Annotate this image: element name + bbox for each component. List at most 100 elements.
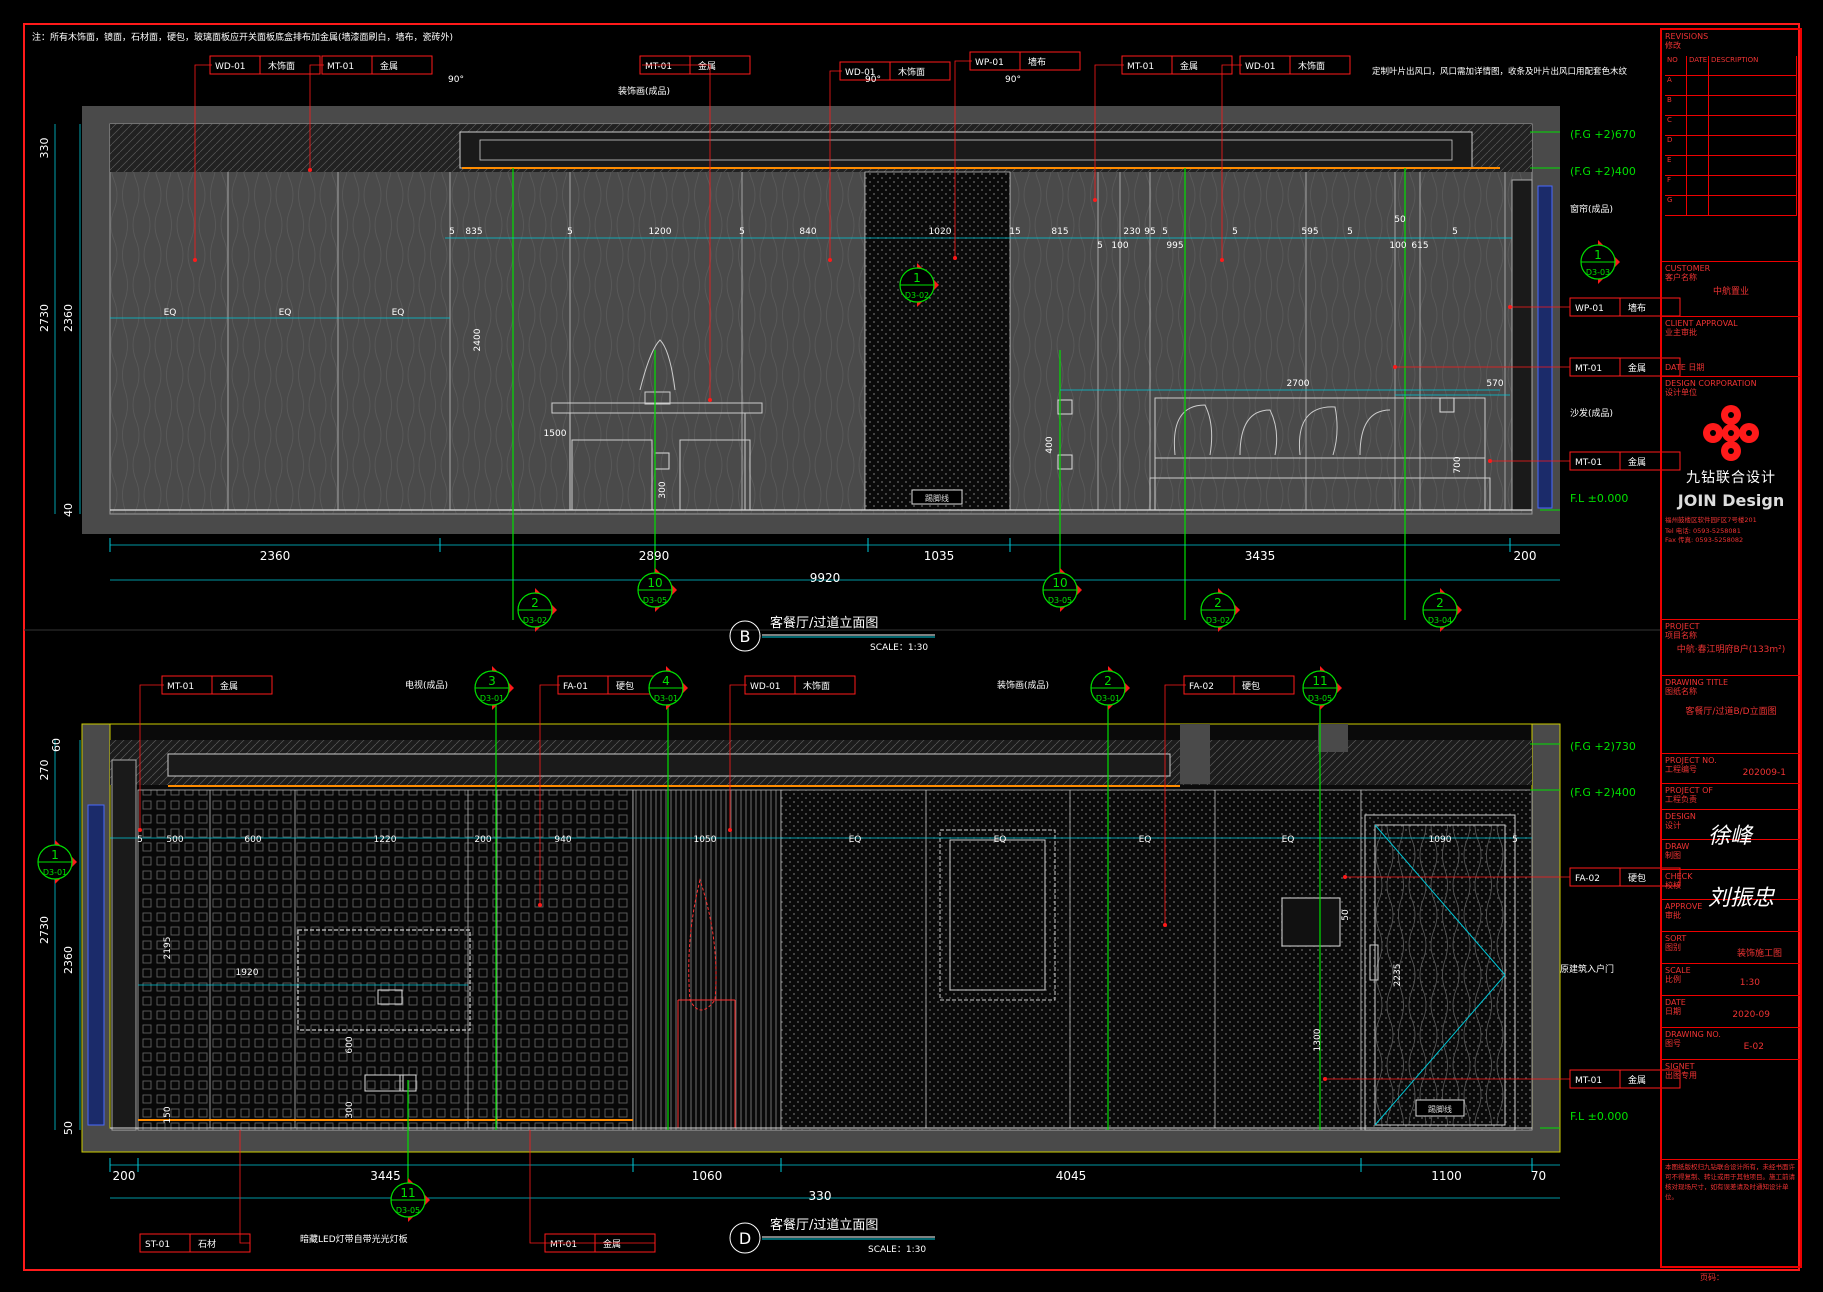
elev-b-inner-dim-15: 5 <box>1232 227 1238 237</box>
elev-d-inner-dim-13: 1920 <box>236 968 259 978</box>
elev-d-callout-4-sheet: D3-01 <box>43 868 67 877</box>
elev-d-inner-dim-12: 5 <box>1512 835 1518 845</box>
logo-icon <box>1703 405 1759 461</box>
elev-d-callout-3-sheet: D3-05 <box>1308 694 1332 703</box>
elev-b-wall <box>109 123 1533 515</box>
elev-b-air-vent <box>459 131 1473 169</box>
elev-b-bottom-dim-4: 200 <box>1514 549 1537 563</box>
elev-b-bottom-dim-1: 2890 <box>639 549 670 563</box>
elev-d-fabric-panel-right <box>780 789 1362 1131</box>
elev-d-inner-vdim-0: 2195 <box>163 937 173 960</box>
elev-d-rtag-0-name: 硬包 <box>1628 872 1646 884</box>
elev-b-callout-5-num: 2 <box>1214 596 1222 610</box>
elev-d-tv <box>297 929 471 1031</box>
elev-b-callout-0-sheet: D3-02 <box>905 291 929 300</box>
elev-d-painting <box>939 829 1056 1001</box>
elev-d-tag-2-name: 木饰面 <box>803 680 830 692</box>
revisions-block: REVISIONS 修改 NO DATE DESCRIPTION A B C D… <box>1662 30 1800 262</box>
elev-b-angle-2: 90° <box>1005 75 1021 85</box>
elev-d-air-vent <box>167 753 1171 777</box>
elev-b-tag-6-leader <box>1221 64 1242 260</box>
elev-d-bottom-dim-4: 1100 <box>1431 1169 1462 1183</box>
rev-header-no: NO <box>1665 56 1687 76</box>
elev-b-callout-0-num: 1 <box>913 271 921 285</box>
rev-header-date: DATE <box>1687 56 1709 76</box>
elev-b-tag-5-leader <box>1094 64 1124 200</box>
designer-signature: 徐峰 <box>1708 824 1753 849</box>
elev-d-callout-0-num: 3 <box>488 674 496 688</box>
elev-d-bottom-dim-1: 3445 <box>370 1169 401 1183</box>
elev-b-tag-3-code: WD-01 <box>845 68 876 78</box>
elev-b-bottom-dim-2: 1035 <box>924 549 955 563</box>
elev-d-tag-1-leader <box>539 684 560 905</box>
draw-label: DRAW <box>1665 842 1690 851</box>
elev-b-bottom-dim-0: 2360 <box>260 549 291 563</box>
elev-b-tag-0-leader <box>194 64 212 260</box>
elev-b-inner-vdim-2: 300 <box>658 481 668 498</box>
elev-b-bottom-dim-3: 3435 <box>1245 549 1276 563</box>
drawing-no-block: DRAWING NO. 图号 E-02 <box>1662 1028 1800 1060</box>
elev-d-entry-door <box>1364 814 1516 1131</box>
elev-b-rtag-0-box <box>1569 297 1681 317</box>
elev-d-inner-dim-2: 600 <box>244 835 261 845</box>
project-of-block: PROJECT OF 工程负责 <box>1662 784 1800 810</box>
elev-b-inner-dim-13: 5 <box>1162 227 1168 237</box>
elevation-b: 踢脚线 (F.G +2)670 (F.G +2)4 <box>54 106 1636 620</box>
elev-d-callout-5-num: 11 <box>400 1186 415 1200</box>
elev-d-inner-dim-0: 5 <box>137 835 143 845</box>
elev-b-inner-dim-7: 15 <box>1009 227 1020 237</box>
elev-b-vert-dim-1: 2730 <box>38 304 51 332</box>
elev-b-callout-1-sheet: D3-03 <box>1586 268 1610 277</box>
elev-d-tag-3-code: FA-02 <box>1189 682 1214 692</box>
scale-label: SCALE <box>1665 966 1691 975</box>
elev-b-title: 客餐厅/过道立面图 <box>770 615 878 631</box>
customer-label: CUSTOMER <box>1665 264 1711 273</box>
elev-b-inner-dim-1: 835 <box>465 227 482 237</box>
elev-d-inner-dim-8: EQ <box>994 835 1007 845</box>
elev-d-tag-0-leader <box>139 684 164 830</box>
elev-d-vert-dim-2: 2730 <box>38 916 51 944</box>
design-block: DESIGN 设计 <box>1662 810 1800 840</box>
customer-cn: 客户名称 <box>1665 273 1697 282</box>
elev-b-tag-3-name: 木饰面 <box>898 66 925 78</box>
elev-d-rtag-0-code: FA-02 <box>1575 874 1600 884</box>
elevation-d: 踢脚线 (F.G +2)730 (F.G +2)400 <box>54 700 1636 1199</box>
elev-d-inner-dim-9: EQ <box>1139 835 1152 845</box>
approve-block: APPROVE 审批 刘振忠 <box>1662 886 1800 932</box>
elev-b-callout-4-num: 10 <box>1052 576 1067 590</box>
sort-label: SORT <box>1665 934 1687 943</box>
footer-note: 本图纸版权归九钻联合设计所有，未经书面许可不得复制、转让或用于其他项目。施工前请… <box>1665 1163 1795 1201</box>
elev-b-callout-3-num: 10 <box>647 576 662 590</box>
elev-d-level-mid: (F.G +2)400 <box>1570 786 1636 799</box>
elev-d-btag-1-code: MT-01 <box>550 1240 577 1250</box>
elev-d-tag-2-leader <box>729 684 747 830</box>
elev-b-inner-vdim-3: 700 <box>1453 456 1463 473</box>
elev-b-level-mid: (F.G +2)400 <box>1570 165 1636 178</box>
elev-d-inner-dim-6: 1050 <box>694 835 717 845</box>
elev-b-inner-dim-19: 615 <box>1411 241 1428 251</box>
elev-d-marker <box>729 1222 761 1254</box>
elev-b-tag-5-name: 金属 <box>1180 60 1198 72</box>
elev-b-callout-6-num: 2 <box>1436 596 1444 610</box>
title-block: REVISIONS 修改 NO DATE DESCRIPTION A B C D… <box>1660 28 1802 1268</box>
scale-block: SCALE 比例 1:30 <box>1662 964 1800 996</box>
company-fax: Fax 传真: 0593-5258082 <box>1665 536 1744 544</box>
project-no-block: PROJECT NO. 工程编号 202009-1 <box>1662 754 1800 784</box>
elev-b-callout-2-sheet: D3-02 <box>523 616 547 625</box>
project-cn: 项目名称 <box>1665 631 1697 640</box>
elev-b-inner-dim-2: 5 <box>567 227 573 237</box>
elev-d-tag-1-name: 硬包 <box>616 680 634 692</box>
drawing-no-value: E-02 <box>1743 1042 1764 1052</box>
page-label: 页码： <box>1700 1273 1724 1282</box>
elev-d-inner-dim-10: EQ <box>1282 835 1295 845</box>
elev-b-inner-dim-23: EQ <box>279 308 292 318</box>
elev-d-led-note: 暗藏LED灯带自带光光灯板 <box>300 1233 408 1245</box>
elev-b-rtag-0-name: 墙布 <box>1628 302 1646 314</box>
elev-b-inner-dim-3: 1200 <box>649 227 672 237</box>
elev-b-tag-2-box <box>639 55 751 75</box>
elev-d-inner-vdim-3: 150 <box>163 1106 173 1123</box>
elev-d-inner-dim-1: 500 <box>166 835 183 845</box>
elev-d-inner-vdim-1: 600 <box>345 1036 355 1053</box>
elev-d-inner-dim-11: 1090 <box>1429 835 1452 845</box>
